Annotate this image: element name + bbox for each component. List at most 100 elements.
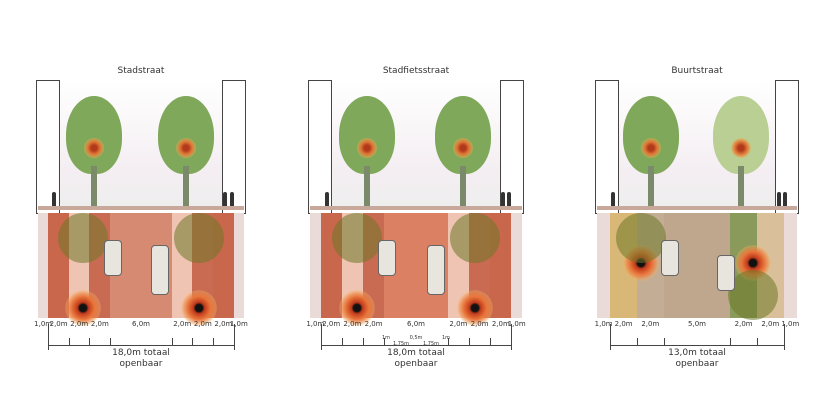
dimension-line <box>320 324 513 350</box>
street-elevation <box>595 80 799 214</box>
width-label: 1,0m <box>507 320 526 328</box>
width-label: 2,0m <box>173 320 192 328</box>
width-label: 2,0m <box>343 320 362 328</box>
width-label: 2,0m <box>193 320 212 328</box>
sub-width-label: 0,5m <box>409 335 423 341</box>
section-title: Buurtstraat <box>671 66 723 76</box>
width-label: 2,0m <box>614 320 633 328</box>
pedestrian-icon <box>500 192 505 206</box>
tree <box>623 96 679 206</box>
width-label: 2,0m <box>470 320 489 328</box>
tree-canopy <box>728 270 778 320</box>
width-label: 1,0m <box>34 320 53 328</box>
building-left <box>36 80 60 214</box>
car-icon <box>717 255 735 291</box>
width-label: 2,0m <box>641 320 660 328</box>
pedestrian-icon <box>229 192 234 206</box>
tree-canopy <box>331 213 382 263</box>
sub-width-label: 1m <box>381 335 391 341</box>
tree-canopy <box>173 213 224 263</box>
building-right <box>222 80 246 214</box>
ground-line <box>310 206 522 210</box>
pedestrian-icon <box>52 192 57 206</box>
lane-strip <box>597 213 611 318</box>
car-icon <box>103 240 122 276</box>
tree <box>158 96 215 206</box>
lane-strip <box>38 213 49 318</box>
width-label: 2,0m <box>49 320 68 328</box>
building-right <box>775 80 799 214</box>
ground-line <box>597 206 797 210</box>
street-elevation <box>308 80 524 214</box>
car-icon <box>661 240 679 276</box>
total-width-sublabel: openbaar <box>675 359 719 369</box>
street-lamp-glow <box>452 138 473 158</box>
pedestrian-icon <box>507 192 512 206</box>
pedestrian-icon <box>611 192 615 206</box>
street-lamp-glow <box>641 138 661 158</box>
tree <box>434 96 491 206</box>
lane-strip <box>233 213 244 318</box>
width-label: 2,0m <box>734 320 753 328</box>
tree <box>713 96 769 206</box>
pedestrian-icon <box>777 192 781 206</box>
width-label: 1,0m <box>306 320 325 328</box>
tree-canopy <box>450 213 501 263</box>
dimension-line <box>610 324 785 350</box>
sub-width-label: 1,75m <box>392 341 410 347</box>
width-label: 2,0m <box>761 320 780 328</box>
building-left <box>308 80 332 214</box>
total-width-sublabel: openbaar <box>394 359 438 369</box>
lane-strip <box>511 213 522 318</box>
van-icon <box>426 245 445 295</box>
tree-canopy <box>616 213 666 263</box>
street-lamp-glow <box>357 138 378 158</box>
width-label: 2,0m <box>449 320 468 328</box>
width-label: 2,0m <box>90 320 109 328</box>
width-label: 1,0m <box>229 320 248 328</box>
street-elevation <box>36 80 246 214</box>
total-width-label: 13,0m totaal <box>668 348 726 358</box>
tree <box>65 96 122 206</box>
street-lamp-glow <box>176 138 197 158</box>
pedestrian-icon <box>783 192 787 206</box>
width-label: 2,0m <box>491 320 510 328</box>
width-label: 2,0m <box>214 320 233 328</box>
sub-width-label: 1,75m <box>422 341 440 347</box>
section-title: Stadstraat <box>117 66 165 76</box>
lane-strip <box>783 213 797 318</box>
sub-width-label: 1m <box>441 335 451 341</box>
lamp-light-icon <box>457 290 494 326</box>
width-label: 5,0m <box>688 320 706 328</box>
width-label: 2,0m <box>322 320 341 328</box>
dimension-line <box>48 324 235 350</box>
width-label: 2,0m <box>364 320 383 328</box>
width-label: 2,0m <box>70 320 89 328</box>
street-lamp-glow <box>731 138 751 158</box>
width-label: 6,0m <box>132 320 150 328</box>
lamp-light-icon <box>180 290 217 326</box>
car-icon <box>377 240 396 276</box>
lamp-light-icon <box>65 290 102 326</box>
building-left <box>595 80 619 214</box>
ground-line <box>38 206 244 210</box>
pedestrian-icon <box>324 192 329 206</box>
building-right <box>500 80 524 214</box>
van-icon <box>151 245 170 295</box>
section-title: Stadfietsstraat <box>382 66 450 76</box>
street-lamp-glow <box>83 138 104 158</box>
total-width-label: 18,0m totaal <box>112 348 170 358</box>
total-width-label: 18,0m totaal <box>387 348 445 358</box>
lamp-light-icon <box>338 290 375 326</box>
total-width-sublabel: openbaar <box>119 359 163 369</box>
pedestrian-icon <box>223 192 228 206</box>
tree-canopy <box>58 213 109 263</box>
width-label: 1,0m <box>781 320 800 328</box>
width-label: 1,0m <box>594 320 613 328</box>
width-label: 6,0m <box>407 320 425 328</box>
tree <box>339 96 396 206</box>
lane-strip <box>310 213 321 318</box>
